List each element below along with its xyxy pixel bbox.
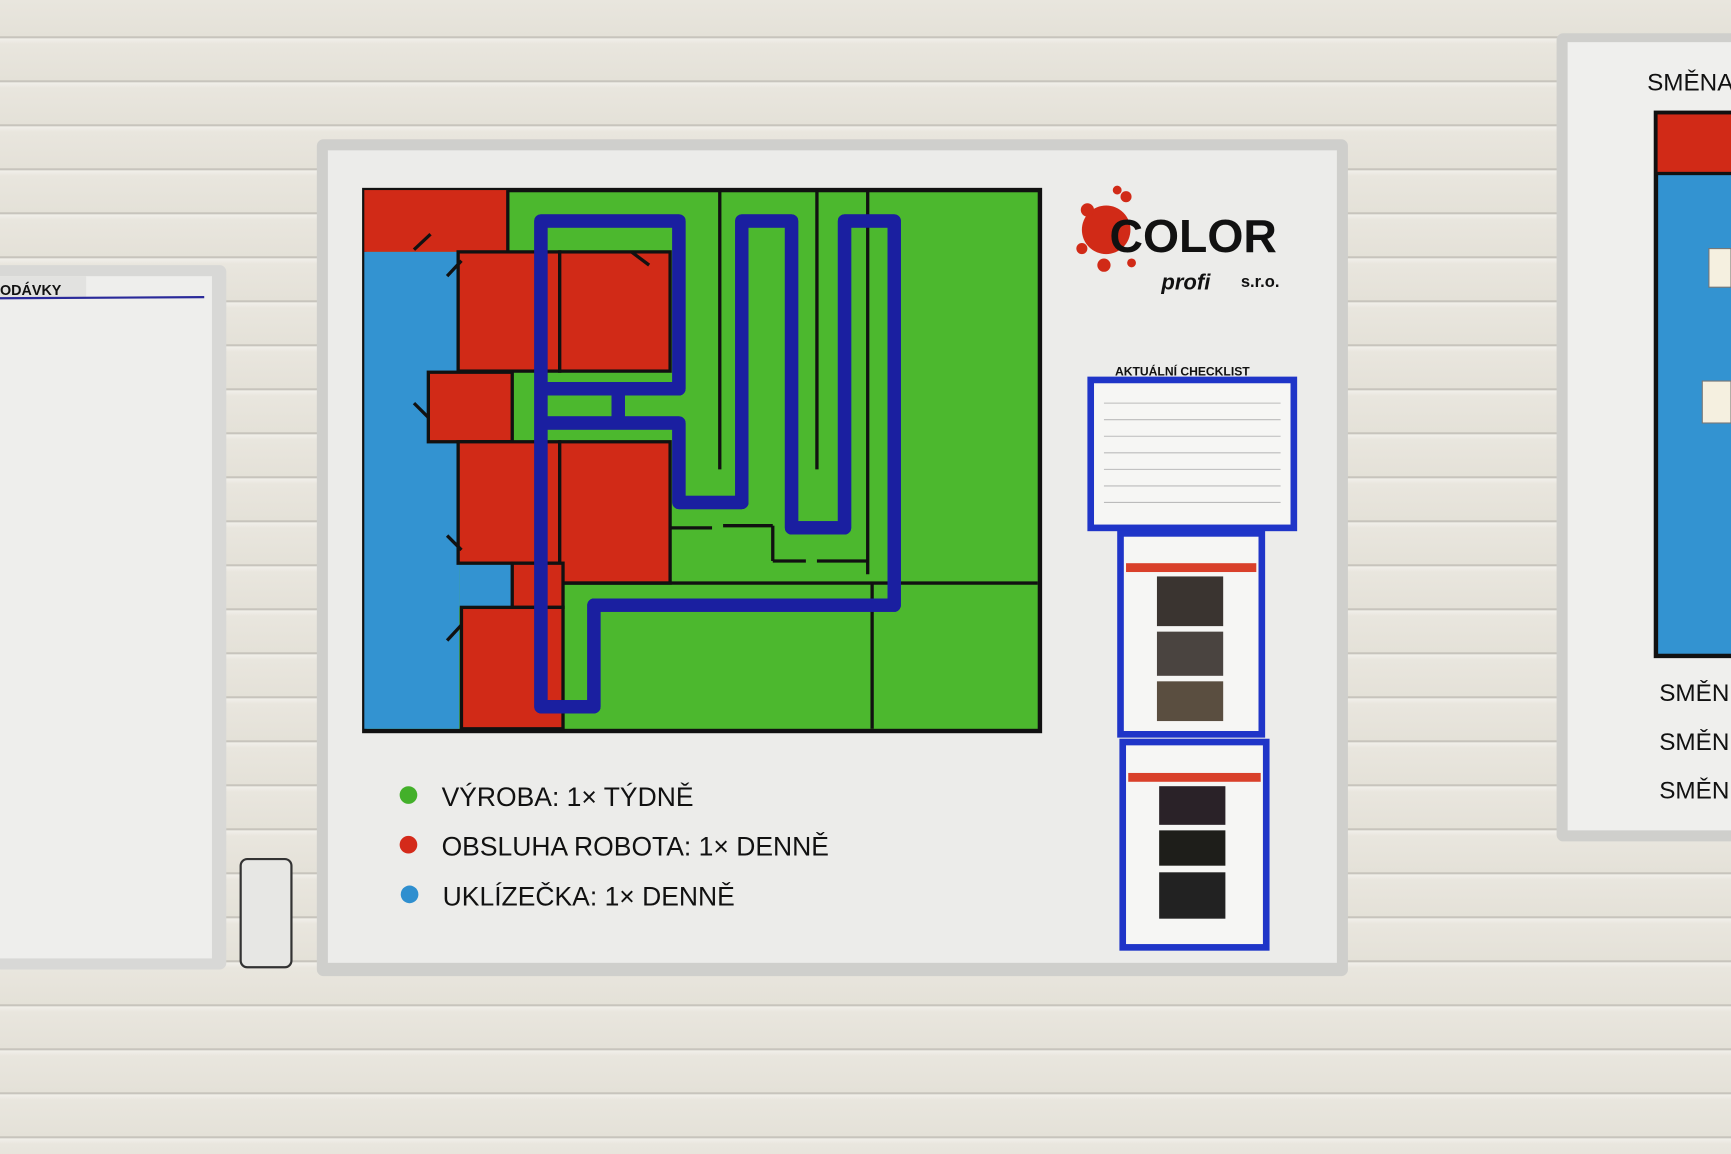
legend-label: UKLÍZEČKA: 1× DENNĚ [443, 881, 735, 911]
work-instruction-document[interactable] [1117, 530, 1266, 738]
legend-dot [399, 835, 418, 854]
logo-word: COLOR [1109, 210, 1276, 262]
right-board-row: SMĚN [1659, 680, 1729, 707]
legend-label: OBSLUHA ROBOTA: 1× DENNĚ [442, 832, 829, 862]
cleaning-map [362, 187, 1043, 734]
left-board-header: ODÁVKY [0, 282, 62, 299]
work-instruction-document[interactable] [1119, 738, 1270, 951]
right-board-row: SMĚN [1659, 729, 1729, 756]
legend-dot [400, 885, 419, 904]
right-whiteboard: SMĚNA SMĚN SMĚN SMĚN [1556, 33, 1731, 842]
checklist-label: AKTUÁLNÍ CHECKLIST [1115, 364, 1250, 379]
legend-dot [399, 786, 418, 804]
paint-splash-icon [1076, 185, 1136, 272]
right-board-title: SMĚNA [1647, 70, 1731, 97]
logo-suffix: s.r.o. [1241, 272, 1280, 291]
company-logo: COLOR profi s.r.o. [1076, 185, 1280, 294]
legend: VÝROBA: 1× TÝDNĚ OBSLUHA ROBOTA: 1× DENN… [399, 782, 829, 911]
eraser[interactable] [239, 857, 293, 969]
checklist-document[interactable] [1087, 376, 1298, 532]
logo-sub: profi [1160, 269, 1211, 294]
left-whiteboard: ODÁVKY [0, 265, 227, 970]
legend-label: VÝROBA: 1× TÝDNĚ [442, 782, 694, 812]
right-board-row: SMĚN [1659, 777, 1729, 804]
cleaning-route [534, 221, 894, 707]
